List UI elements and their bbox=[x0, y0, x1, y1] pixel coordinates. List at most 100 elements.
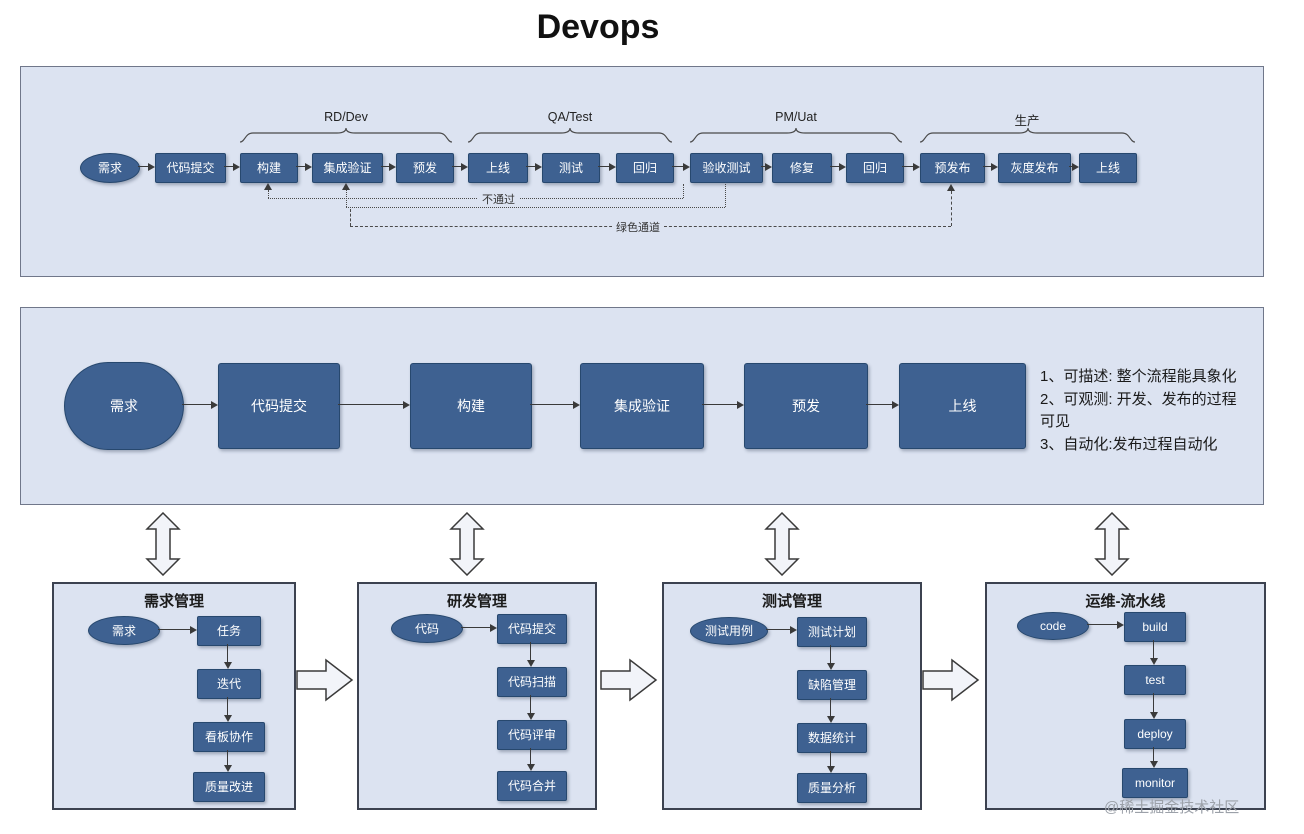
pipeline-node-online: 上线 bbox=[468, 153, 528, 183]
panel-requirement-mgmt: 需求管理 需求 任务 迭代 看板协作 质量改进 bbox=[52, 582, 296, 810]
note-line: 1、可描述: 整个流程能具象化 bbox=[1040, 368, 1237, 385]
flow-arrow bbox=[296, 162, 312, 171]
flow-arrow bbox=[338, 400, 410, 409]
flow-arrow bbox=[866, 400, 899, 409]
panel-title: 需求管理 bbox=[143, 593, 204, 610]
fail-line bbox=[268, 198, 683, 199]
flow-arrow bbox=[224, 162, 240, 171]
flow-arrow bbox=[138, 162, 155, 171]
right-block-arrow-icon bbox=[296, 658, 354, 702]
group-label-production: 生产 bbox=[1014, 114, 1040, 128]
panel-step-node: 看板协作 bbox=[193, 722, 265, 752]
panel-step-node: 数据统计 bbox=[797, 723, 867, 753]
panel-source-node: 测试用例 bbox=[690, 617, 768, 645]
flow-arrow bbox=[761, 162, 772, 171]
panel-step-node: 代码合并 bbox=[497, 771, 567, 801]
pipeline-node-acceptance: 验收测试 bbox=[690, 153, 763, 183]
panel-step-node: 测试计划 bbox=[797, 617, 867, 647]
pipeline-node-regression2: 回归 bbox=[846, 153, 904, 183]
fail-arrowhead bbox=[264, 183, 272, 190]
pipeline-node-fix: 修复 bbox=[772, 153, 832, 183]
pipeline-node-integration: 集成验证 bbox=[312, 153, 383, 183]
pipeline-node-online2: 上线 bbox=[1079, 153, 1137, 183]
flow-arrow bbox=[1087, 620, 1124, 629]
pipeline-node-staging: 预发 bbox=[396, 153, 454, 183]
fail-label: 不通过 bbox=[478, 191, 519, 207]
flow-arrow bbox=[223, 750, 232, 772]
flow-arrow bbox=[526, 695, 535, 720]
group-label-pm-uat: PM/Uat bbox=[775, 110, 817, 124]
flow-arrow bbox=[1149, 693, 1158, 719]
pipeline-node-requirement: 需求 bbox=[80, 153, 140, 183]
group-brace bbox=[240, 128, 452, 143]
flow-arrow bbox=[223, 644, 232, 669]
flow-arrow bbox=[452, 162, 468, 171]
panel-step-node: 缺陷管理 bbox=[797, 670, 867, 700]
flow-arrow bbox=[1069, 162, 1079, 171]
right-block-arrow-icon bbox=[600, 658, 658, 702]
flow-arrow bbox=[672, 162, 690, 171]
flow-arrow bbox=[461, 623, 497, 632]
panel-step-node: deploy bbox=[1124, 719, 1186, 749]
group-label-qa-test: QA/Test bbox=[547, 110, 593, 124]
green-channel-arrowhead bbox=[947, 184, 955, 191]
flow-arrow bbox=[1149, 747, 1158, 768]
fail-line bbox=[683, 184, 684, 198]
group-brace bbox=[690, 128, 902, 143]
panel-title: 研发管理 bbox=[446, 593, 507, 610]
pipeline-node-commit: 代码提交 bbox=[155, 153, 226, 183]
note-line: 2、可观测: 开发、发布的过程可见 bbox=[1040, 391, 1237, 430]
pipeline-node-prerelease: 预发布 bbox=[920, 153, 985, 183]
double-arrow-icon bbox=[449, 512, 485, 576]
flow-arrow bbox=[223, 697, 232, 722]
flow-arrow bbox=[902, 162, 920, 171]
flow-arrow bbox=[1149, 640, 1158, 665]
panel-step-node: 质量分析 bbox=[797, 773, 867, 803]
panel-step-node: monitor bbox=[1122, 768, 1188, 798]
flow-arrow bbox=[182, 400, 218, 409]
panel-source-node: 代码 bbox=[391, 614, 463, 643]
flow-arrow bbox=[766, 625, 797, 634]
note-line: 3、自动化:发布过程自动化 bbox=[1040, 436, 1218, 453]
main-node-commit: 代码提交 bbox=[218, 363, 340, 449]
flow-arrow bbox=[530, 400, 580, 409]
panel-source-node: 需求 bbox=[88, 616, 160, 645]
panel-step-node: 迭代 bbox=[197, 669, 261, 699]
watermark: @稀土掘金技术社区 bbox=[1104, 799, 1240, 816]
flow-arrow bbox=[702, 400, 744, 409]
panel-step-node: 质量改进 bbox=[193, 772, 265, 802]
panel-step-node: test bbox=[1124, 665, 1186, 695]
main-node-staging: 预发 bbox=[744, 363, 868, 449]
main-node-integration: 集成验证 bbox=[580, 363, 704, 449]
fail-line bbox=[346, 207, 725, 208]
group-brace bbox=[920, 128, 1135, 143]
panel-step-node: 任务 bbox=[197, 616, 261, 646]
flow-notes: 1、可描述: 整个流程能具象化 2、可观测: 开发、发布的过程可见 3、自动化:… bbox=[1040, 366, 1246, 457]
pipeline-node-build: 构建 bbox=[240, 153, 298, 183]
fail-line bbox=[268, 190, 269, 198]
double-arrow-icon bbox=[764, 512, 800, 576]
group-brace bbox=[468, 128, 672, 143]
flow-arrow bbox=[826, 751, 835, 773]
flow-arrow bbox=[830, 162, 846, 171]
pipeline-node-regression: 回归 bbox=[616, 153, 674, 183]
panel-ops-pipeline: 运维-流水线 code build test deploy monitor bbox=[985, 582, 1266, 810]
double-arrow-icon bbox=[1094, 512, 1130, 576]
flow-arrow bbox=[526, 642, 535, 667]
panel-step-node: 代码扫描 bbox=[497, 667, 567, 697]
double-arrow-icon bbox=[145, 512, 181, 576]
panel-source-node: code bbox=[1017, 612, 1089, 640]
flow-arrow bbox=[598, 162, 616, 171]
panel-step-node: build bbox=[1124, 612, 1186, 642]
fail-line bbox=[346, 190, 347, 207]
main-node-requirement: 需求 bbox=[64, 362, 184, 450]
flow-arrow bbox=[526, 748, 535, 771]
flow-arrow bbox=[381, 162, 396, 171]
pipeline-node-test: 测试 bbox=[542, 153, 600, 183]
group-label-rd-dev: RD/Dev bbox=[324, 110, 368, 124]
main-node-online: 上线 bbox=[899, 363, 1026, 449]
page-title: Devops bbox=[536, 8, 660, 46]
green-channel-line bbox=[350, 209, 351, 226]
flow-arrow bbox=[526, 162, 542, 171]
